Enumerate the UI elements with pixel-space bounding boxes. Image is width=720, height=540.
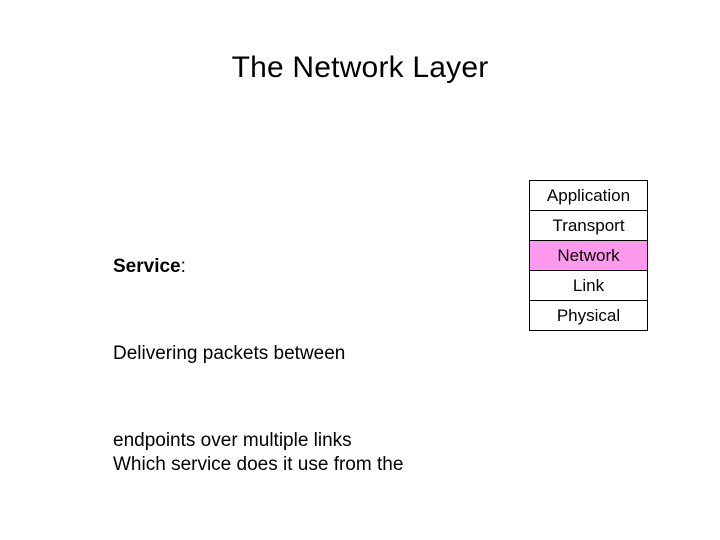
page-title: The Network Layer bbox=[231, 51, 489, 85]
stack-layer-application: Application bbox=[530, 181, 647, 211]
service-term-colon: : bbox=[180, 256, 186, 277]
stack-layer-network: Network bbox=[530, 241, 647, 271]
stack-layer-physical: Physical bbox=[530, 301, 647, 331]
service-term: Service bbox=[113, 256, 181, 277]
service-description-block: Service: Delivering packets between endp… bbox=[113, 194, 513, 513]
question-line-1: Which service does it use from the bbox=[113, 454, 404, 475]
service-description-line-1: Delivering packets between bbox=[113, 343, 346, 364]
service-heading-line: Service: bbox=[113, 252, 513, 281]
service-description-line-2: endpoints over multiple links bbox=[113, 430, 352, 451]
question-block: Which service does it use from the link … bbox=[113, 392, 533, 540]
stack-layer-link: Link bbox=[530, 271, 647, 301]
protocol-stack-diagram: Application Transport Network Link Physi… bbox=[529, 180, 648, 331]
stack-layer-transport: Transport bbox=[530, 211, 647, 241]
